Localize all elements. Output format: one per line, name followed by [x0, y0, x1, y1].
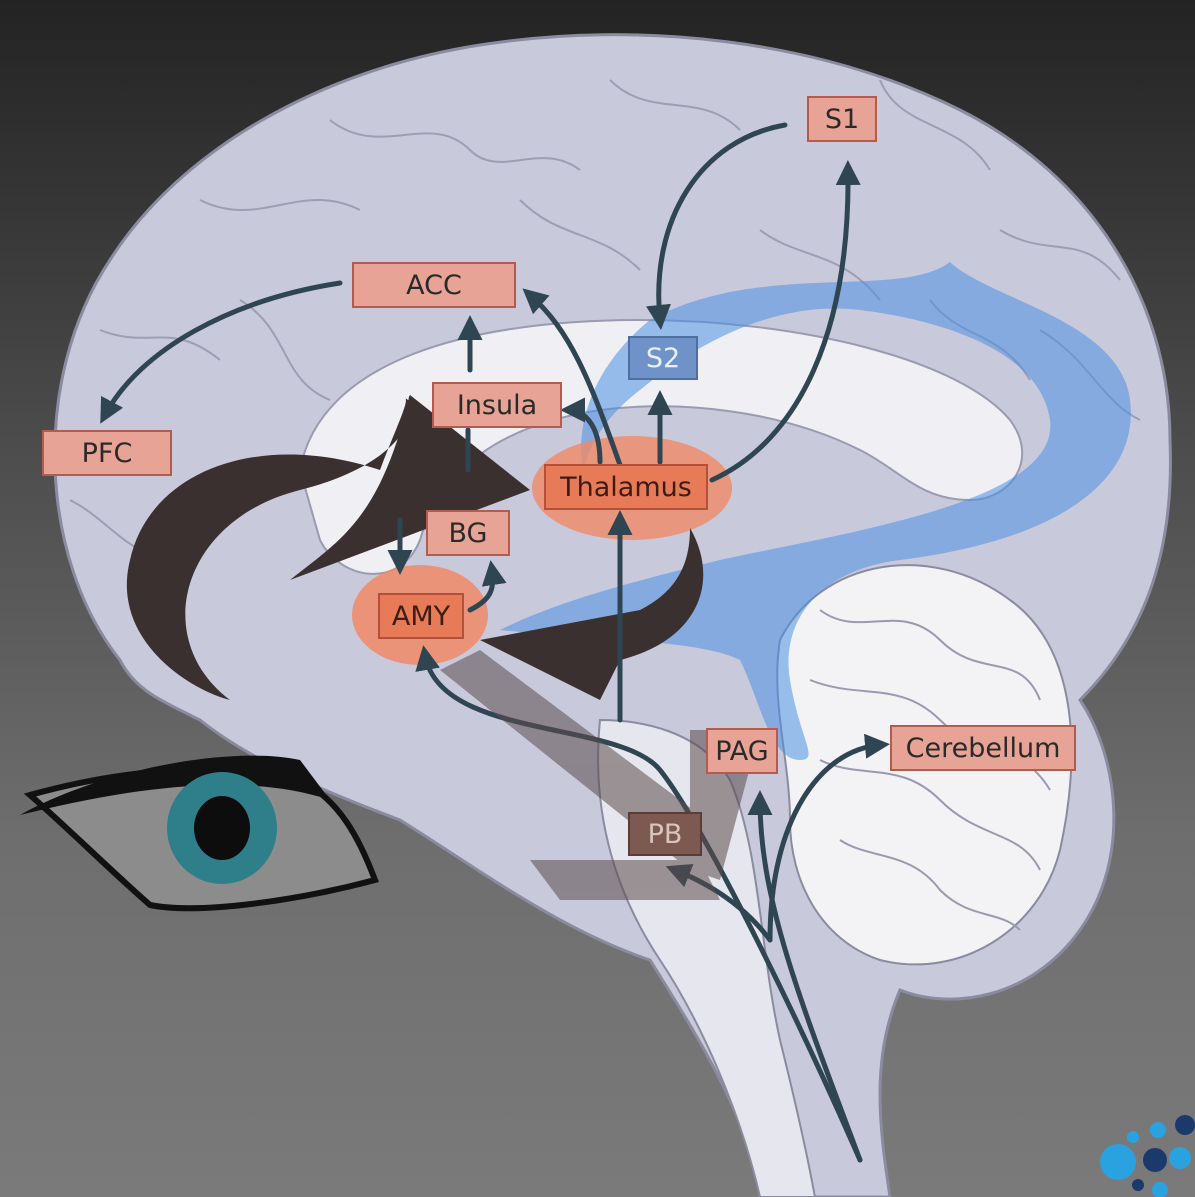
amy-label: AMY [378, 593, 464, 639]
dots-logo-icon [1100, 1115, 1195, 1197]
acc-label: ACC [352, 262, 516, 308]
pag-label: PAG [706, 728, 778, 774]
pfc-label: PFC [42, 430, 172, 476]
bg-label: BG [426, 510, 510, 556]
s1-label: S1 [807, 96, 877, 142]
s2-label: S2 [628, 336, 698, 380]
pb-label: PB [628, 812, 702, 856]
insula-label: Insula [432, 382, 562, 428]
thalamus-label: Thalamus [544, 464, 708, 510]
cerebellum-label: Cerebellum [890, 725, 1076, 771]
